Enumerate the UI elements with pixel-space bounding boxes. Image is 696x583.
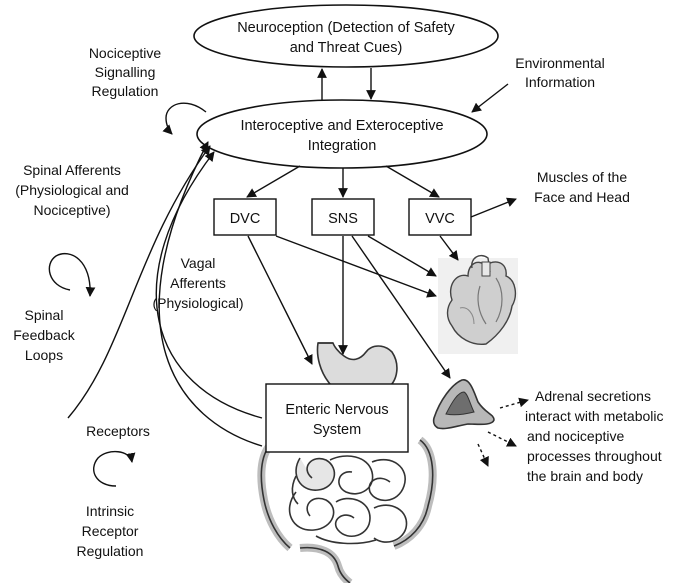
spinal-afferents-line-3: Nociceptive) <box>33 202 110 218</box>
spinal-afferents-line-1: Spinal Afferents <box>23 162 121 178</box>
vvc-to-muscles-arrow <box>470 197 517 218</box>
dvc-label: DVC <box>230 211 261 227</box>
environmental-arrow <box>471 83 509 113</box>
neuroception-text-1: Neuroception (Detection of Safety <box>237 20 455 36</box>
nociceptive-regulation-line-3: Regulation <box>92 83 159 99</box>
vagal-afferents-line-2: Afferents <box>170 275 226 291</box>
vagal-afferents-line-1: Vagal <box>181 255 216 271</box>
spinal-feedback-line-3: Loops <box>25 347 63 363</box>
afferent-curves <box>67 141 263 447</box>
intestines-illustration <box>257 436 437 583</box>
intrinsic-loop-icon <box>93 451 136 487</box>
integration-to-box-arrows <box>246 165 440 198</box>
enteric-box <box>265 383 409 453</box>
sns-label: SNS <box>328 211 358 227</box>
adrenal-label: Adrenal secretions interact with metabol… <box>525 388 664 484</box>
intrinsic-line-2: Receptor <box>82 523 139 539</box>
spinal-feedback-loop-icon <box>48 252 96 297</box>
intrinsic-line-3: Regulation <box>77 543 144 559</box>
adrenal-secretion-arrows <box>477 397 529 467</box>
integration-text-1: Interoceptive and Exteroceptive <box>240 118 443 134</box>
nociceptive-regulation-label: Nociceptive Signalling Regulation <box>89 45 162 99</box>
enteric-text-1: Enteric Nervous <box>285 402 388 418</box>
spinal-feedback-line-2: Feedback <box>13 327 75 343</box>
intrinsic-line-1: Intrinsic <box>86 503 134 519</box>
dvc-box <box>213 198 277 236</box>
vagal-afferents-label: Vagal Afferents (Physiological) <box>152 255 243 311</box>
environmental-line-2: Information <box>525 74 595 90</box>
nociceptive-regulation-line-1: Nociceptive <box>89 45 162 61</box>
vvc-label: VVC <box>425 211 455 227</box>
efferent-arrows <box>247 235 459 379</box>
adrenal-line-4: processes throughout <box>527 448 662 464</box>
nociceptive-regulation-line-2: Signalling <box>95 64 156 80</box>
neuroception-text-2: and Threat Cues) <box>290 40 403 56</box>
sns-box <box>311 198 375 236</box>
muscles-line-2: Face and Head <box>534 189 630 205</box>
vvc-box <box>408 198 472 236</box>
vagal-afferents-line-3: (Physiological) <box>152 295 243 311</box>
adrenal-line-2: interact with metabolic <box>525 408 664 424</box>
neuroception-node <box>193 4 499 68</box>
intrinsic-label: Intrinsic Receptor Regulation <box>77 503 144 559</box>
adrenal-line-1: Adrenal secretions <box>535 388 651 404</box>
environmental-label: Environmental Information <box>515 55 605 90</box>
adrenal-line-5: the brain and body <box>527 468 643 484</box>
heart-illustration <box>438 254 518 354</box>
spinal-feedback-label: Spinal Feedback Loops <box>13 307 75 363</box>
muscles-line-1: Muscles of the <box>537 169 627 185</box>
adrenal-gland-illustration <box>432 379 495 430</box>
integration-neuroception-arrows <box>317 68 376 100</box>
muscles-label: Muscles of the Face and Head <box>534 169 630 205</box>
nociceptive-loop-icon <box>162 102 207 135</box>
environmental-line-1: Environmental <box>515 55 605 71</box>
enteric-text-2: System <box>313 422 361 438</box>
integration-node <box>196 99 488 169</box>
adrenal-line-3: and nociceptive <box>527 428 625 444</box>
spinal-afferents-label: Spinal Afferents (Physiological and Noci… <box>15 162 129 218</box>
receptors-label: Receptors <box>86 423 150 439</box>
integration-text-2: Integration <box>308 138 377 154</box>
spinal-afferents-line-2: (Physiological and <box>15 182 129 198</box>
spinal-feedback-line-1: Spinal <box>25 307 64 323</box>
